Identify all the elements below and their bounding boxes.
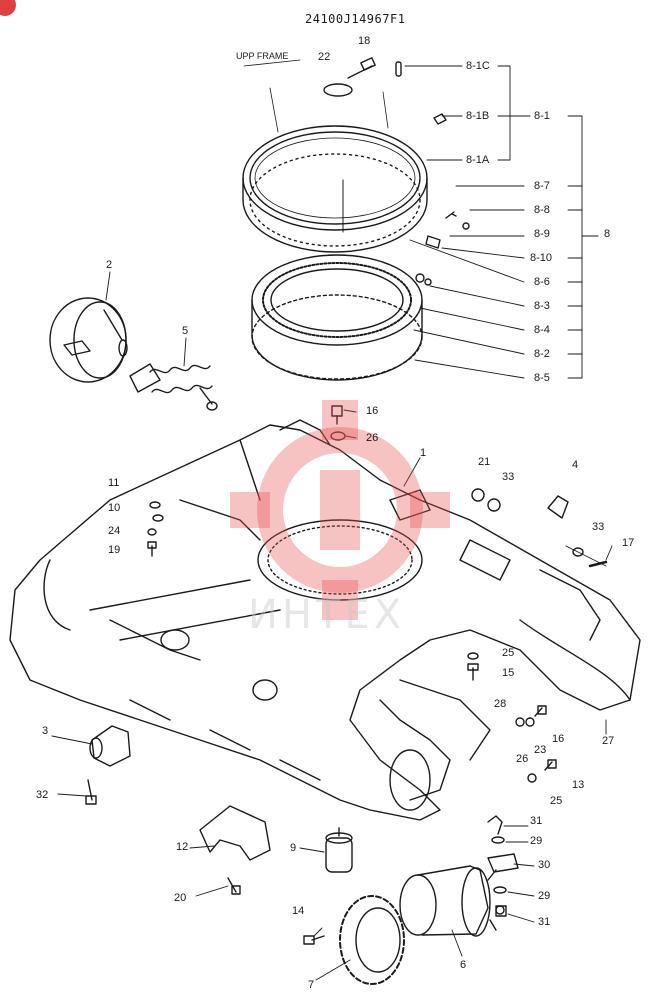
callout-31-lower: 31: [538, 916, 551, 928]
callout-19: 19: [108, 544, 121, 556]
callout-30: 30: [538, 859, 551, 871]
track-roller: [325, 827, 353, 873]
watermark-text: ИНТЕХ: [248, 592, 406, 638]
travel-motor: [399, 865, 505, 937]
callout-8-1: 8-1: [534, 110, 550, 122]
hardware-right: [467, 488, 608, 783]
hardware-left: [147, 501, 164, 557]
callout-22: 22: [318, 51, 331, 63]
callout-8-2: 8-2: [534, 348, 550, 360]
hardware-top: [330, 405, 346, 441]
callout-29-upper: 29: [530, 835, 543, 847]
callout-8-3: 8-3: [534, 300, 550, 312]
recoil-spring: [129, 363, 218, 411]
hydraulic-fittings: [487, 815, 519, 917]
corner-badge: [0, 0, 16, 16]
callout-9: 9: [290, 842, 297, 854]
callout-2: 2: [106, 259, 113, 271]
callout-26-top: 26: [366, 432, 379, 444]
callout-29-lower: 29: [538, 890, 551, 902]
swing-bearing-outer-race: [242, 87, 428, 253]
callout-8-8: 8-8: [534, 204, 550, 216]
callout-7: 7: [308, 979, 315, 991]
callout-8-6: 8-6: [534, 276, 550, 288]
callout-18: 18: [358, 35, 371, 47]
callout-6: 6: [460, 959, 467, 971]
callout-17: 17: [622, 537, 635, 549]
callout-28: 28: [494, 698, 507, 710]
callout-8-7: 8-7: [534, 180, 550, 192]
callout-8-1C: 8-1C: [466, 60, 490, 72]
swing-bearing-inner-gear: [251, 254, 423, 381]
callout-23: 23: [534, 744, 547, 756]
callout-25-lower: 25: [550, 795, 563, 807]
callout-3: 3: [42, 725, 49, 737]
bearing-small-parts: [395, 61, 470, 286]
callout-4: 4: [572, 459, 579, 471]
callout-13: 13: [572, 779, 585, 791]
callout-16-lower: 16: [552, 733, 565, 745]
callout-14: 14: [292, 905, 305, 917]
idler-wheel: [49, 297, 128, 383]
sprocket: [303, 895, 405, 985]
callout-15: 15: [502, 667, 515, 679]
callout-32: 32: [36, 789, 49, 801]
callout-16-top: 16: [366, 405, 379, 417]
callout-8: 8: [604, 228, 611, 240]
callout-26-lower: 26: [516, 753, 529, 765]
callout-10: 10: [108, 502, 121, 514]
callout-33-right: 33: [592, 521, 605, 533]
callout-25-upper: 25: [502, 647, 515, 659]
callout-12: 12: [176, 841, 189, 853]
document-number: 24100J14967F1: [305, 12, 406, 26]
frame-note: UPP FRAME: [236, 51, 289, 61]
callout-33-top: 33: [502, 471, 515, 483]
track-guard: [199, 805, 271, 895]
upper-frame-plate: [243, 57, 376, 97]
callout-24: 24: [108, 525, 121, 537]
callout-20: 20: [174, 892, 187, 904]
callout-1: 1: [420, 447, 427, 459]
track-frame: [9, 419, 641, 821]
carrier-roller: [85, 725, 131, 805]
callout-5: 5: [182, 325, 189, 337]
callout-8-1B: 8-1B: [466, 110, 490, 122]
callout-31-upper: 31: [530, 815, 543, 827]
callout-21: 21: [478, 456, 491, 468]
callout-8-4: 8-4: [534, 324, 550, 336]
callout-8-5: 8-5: [534, 372, 550, 384]
callout-8-1A: 8-1A: [466, 154, 490, 166]
callout-8-9: 8-9: [534, 228, 550, 240]
callout-27: 27: [602, 735, 615, 747]
callout-11: 11: [108, 477, 120, 489]
callout-8-10: 8-10: [530, 252, 553, 264]
